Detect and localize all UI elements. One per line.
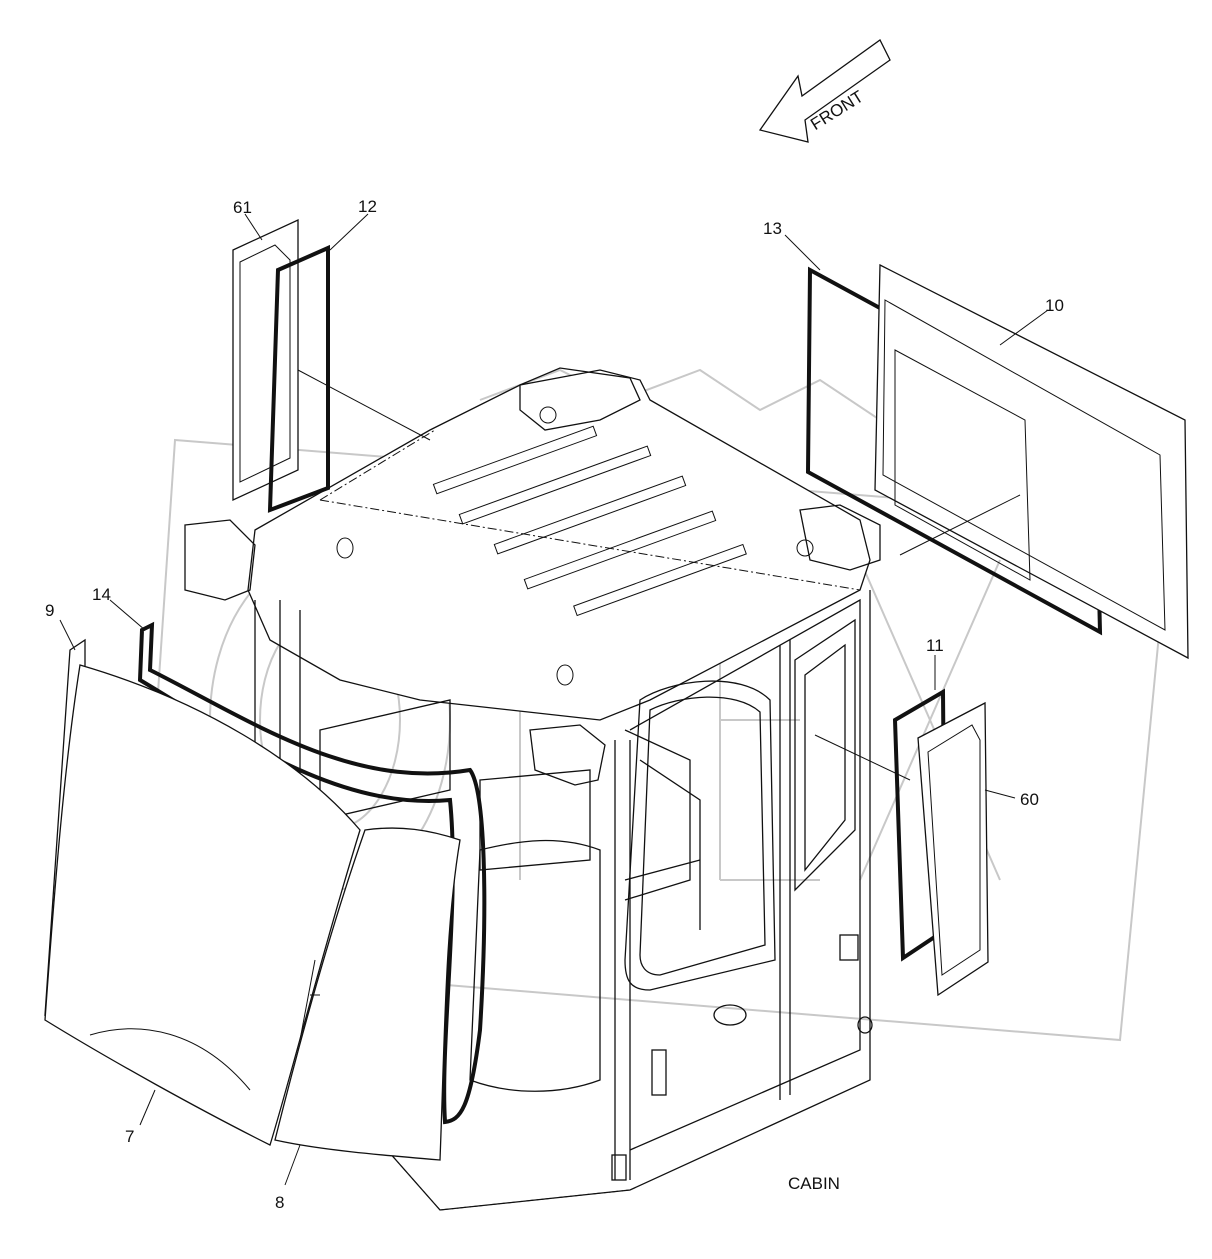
callout-11: 11 <box>926 636 944 655</box>
front-arrow: FRONT <box>758 39 891 143</box>
cabin-roof <box>184 367 881 786</box>
diagram-title: CABIN <box>788 1174 840 1193</box>
part-8-lower-glass <box>274 827 461 1161</box>
part-14-seal <box>137 621 487 1125</box>
front-arrow-label: FRONT <box>807 87 867 134</box>
part-7-front-glass <box>44 664 361 1146</box>
callout-8: 8 <box>275 1193 284 1212</box>
part-61-glass <box>232 218 299 502</box>
callout-61: 61 <box>233 198 252 217</box>
callout-60: 60 <box>1020 790 1039 809</box>
callout-10: 10 <box>1045 296 1064 315</box>
callout-14: 14 <box>92 585 111 604</box>
part-12-seal <box>267 244 330 513</box>
part-10-glass <box>874 263 1189 660</box>
callout-13: 13 <box>763 219 782 238</box>
callout-9: 9 <box>45 601 54 620</box>
callout-labels: 61 12 13 10 9 14 11 60 7 8 <box>45 197 1064 1212</box>
leader-lines <box>59 213 1049 1186</box>
part-60-glass <box>917 701 989 997</box>
callout-7: 7 <box>125 1127 134 1146</box>
callout-12: 12 <box>358 197 377 216</box>
